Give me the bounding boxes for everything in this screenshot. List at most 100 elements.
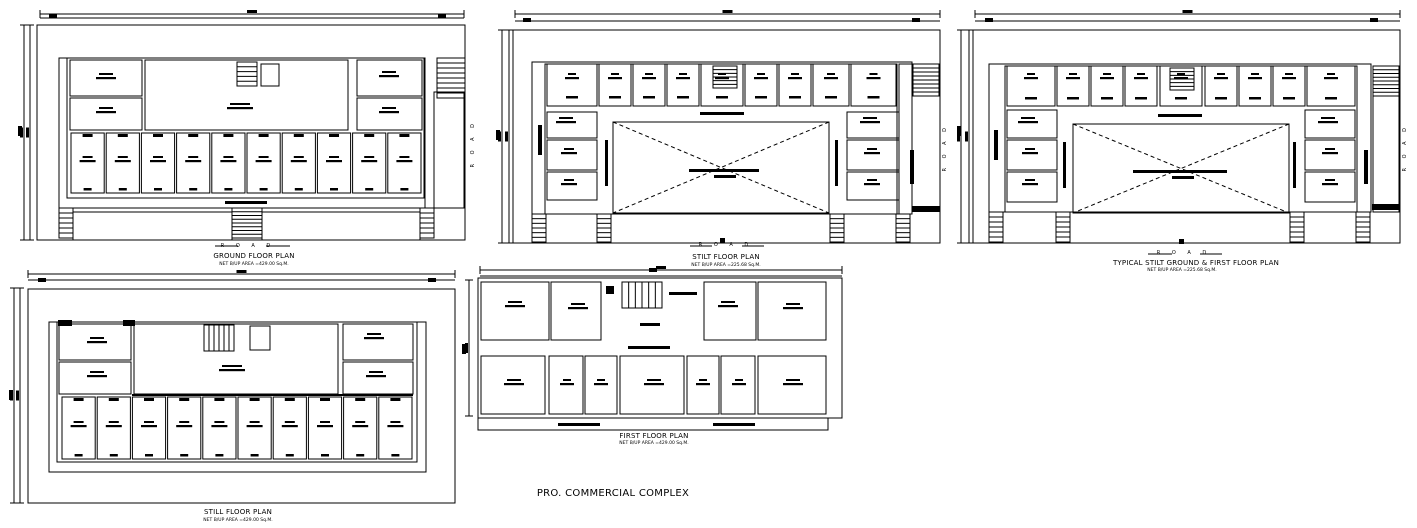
road-label-vertical: R O A D	[1402, 124, 1408, 172]
room-label-block	[564, 148, 574, 150]
dimension-text	[985, 18, 993, 22]
room-label-block	[594, 383, 608, 386]
room-label-block	[1024, 77, 1038, 80]
room-label-block	[223, 156, 234, 158]
room-label-block	[1322, 152, 1338, 155]
room-label-block	[150, 160, 166, 163]
stilt-parking-void	[612, 121, 830, 214]
room-label-block	[1325, 97, 1337, 100]
room	[58, 361, 132, 395]
room-label-block	[643, 96, 655, 99]
room-label-block	[185, 160, 202, 163]
site-boundary	[972, 29, 1401, 244]
room-label-block	[640, 323, 660, 326]
shop-unit	[812, 63, 850, 107]
room-label-block	[568, 73, 576, 75]
room-label-block	[755, 96, 767, 99]
room-label-block	[255, 160, 272, 163]
drawing-main-title: PRO. COMMERCIAL COMPLEX	[536, 488, 690, 499]
office	[757, 281, 827, 341]
window-marker	[538, 125, 542, 155]
room-label-block	[329, 156, 339, 158]
window-marker	[1063, 142, 1066, 188]
room-label-block	[609, 96, 621, 99]
room-label-block	[644, 383, 664, 386]
shop-unit	[246, 132, 281, 194]
room-label-block	[563, 379, 571, 381]
shop-unit	[546, 63, 598, 107]
typical-floor-plan-title: TYPICAL STILT GROUND & FIRST FLOOR PLAN	[1112, 259, 1280, 267]
shop-unit	[352, 132, 387, 194]
room-label-block	[864, 152, 880, 155]
room-label-block	[676, 77, 690, 80]
room-label-block	[118, 188, 127, 191]
room-label-block	[1021, 117, 1035, 119]
room-label-block	[399, 156, 410, 158]
room-label-block	[189, 188, 198, 191]
dimension-text	[462, 344, 466, 354]
room	[356, 97, 423, 131]
room-label-block	[713, 423, 755, 426]
dimension-text	[16, 390, 19, 401]
room-label-block	[679, 73, 687, 75]
room-label-block	[1215, 97, 1227, 100]
room-label-block	[608, 77, 622, 80]
door-marker	[82, 134, 93, 137]
shop-unit	[1272, 65, 1306, 107]
room-label-block	[132, 394, 413, 396]
room	[546, 111, 598, 139]
room-label-block	[1327, 73, 1335, 75]
building-inner-wall	[66, 57, 425, 199]
dimension-text	[722, 10, 733, 13]
room-label-block	[718, 305, 738, 308]
door-marker	[293, 134, 304, 137]
dimension-text	[1370, 18, 1378, 22]
room-label-block	[565, 77, 579, 80]
room-label-block	[225, 201, 267, 204]
room-label-block	[1134, 77, 1148, 80]
room-label-block	[227, 107, 253, 110]
shop-unit	[1056, 65, 1090, 107]
office	[703, 281, 757, 341]
room	[846, 111, 900, 139]
first-floor-plan-area: NET B/UP AREA =429.00 Sq.M.	[619, 441, 689, 446]
room	[546, 139, 598, 171]
door-marker	[258, 134, 269, 137]
void-diagonal	[1072, 123, 1290, 214]
room-label-block	[669, 292, 697, 295]
room-label-block	[96, 77, 116, 80]
room-label-block	[117, 156, 128, 158]
room-label-block	[732, 383, 746, 386]
room-label-block	[364, 337, 384, 340]
dimension-text	[649, 268, 657, 272]
room-label-block	[715, 77, 729, 80]
room-label-block	[294, 188, 303, 191]
lift	[260, 63, 280, 87]
room-label-block	[352, 425, 369, 428]
room-label-block	[863, 117, 877, 119]
dimension-text	[957, 126, 961, 136]
room-label-block	[1322, 183, 1338, 186]
shop-unit	[96, 396, 131, 460]
room-label-block	[83, 188, 92, 191]
room-label-block	[696, 383, 710, 386]
room-label-block	[1067, 97, 1079, 100]
room-label-block	[1172, 176, 1194, 179]
room-label-block	[689, 169, 759, 172]
staircase	[236, 61, 258, 87]
ramp-marker	[1372, 204, 1400, 210]
shop-unit	[632, 63, 666, 107]
shop-unit	[70, 132, 105, 194]
room-label-block	[571, 303, 585, 305]
office	[720, 355, 756, 415]
room-label-block	[154, 188, 162, 191]
room-label-block	[355, 421, 366, 423]
room	[1006, 109, 1058, 139]
room-label-block	[628, 346, 670, 349]
room-label-block	[560, 383, 574, 386]
shop-unit	[1204, 65, 1238, 107]
shop-unit	[202, 396, 237, 460]
side-corridor	[1372, 95, 1400, 213]
room-label-block	[561, 152, 577, 155]
office	[619, 355, 685, 415]
